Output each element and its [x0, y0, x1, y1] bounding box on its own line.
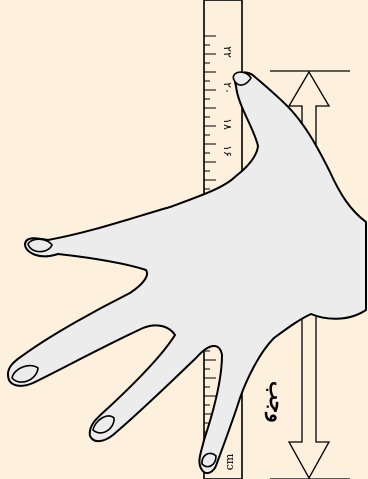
ruler-label-16: ۱۶	[221, 145, 234, 157]
ruler-unit-label: cm	[223, 453, 236, 470]
ruler-label-20: ۲۰	[221, 82, 234, 94]
index-nail	[28, 239, 52, 251]
ruler-label-22: ۲۲	[221, 46, 234, 58]
span-label: وجب	[264, 381, 289, 423]
ruler-label-18: ۱۸	[221, 118, 234, 130]
